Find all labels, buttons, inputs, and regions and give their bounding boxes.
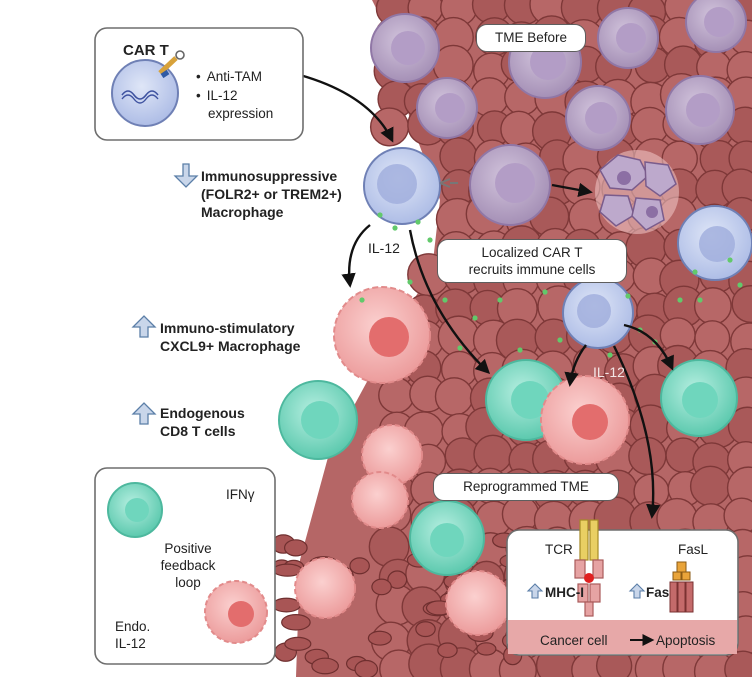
il12-dot: [497, 297, 503, 303]
il12-dot: [677, 297, 683, 303]
down-arrow-icon: [173, 163, 199, 188]
tcr-label: TCR: [545, 542, 573, 557]
car-t-bullet-2: •IL-12: [196, 88, 238, 103]
car-t-title: CAR T: [123, 42, 169, 59]
tumor-cell: [693, 287, 732, 325]
il12-dot: [557, 337, 563, 343]
il12-dot: [472, 315, 478, 321]
tme-before-label: TME Before: [476, 24, 586, 52]
suppressive-macrophage: [665, 75, 735, 145]
tumor-cell: [724, 650, 752, 677]
il12-dot: [407, 279, 413, 285]
car-t-bullet-1: •Anti-TAM: [196, 69, 262, 84]
il12-dot: [359, 297, 365, 303]
endo-line-2: IL-12: [115, 636, 146, 651]
tumor-fragment: [271, 597, 301, 613]
tumor-cell: [473, 434, 513, 474]
car-t-cell-right: [677, 205, 752, 281]
mhc-label: MHC-I: [545, 585, 584, 600]
loop-line-1: Positive: [164, 541, 212, 556]
suppressive-macrophage: [685, 0, 747, 53]
apoptosis-label: Apoptosis: [656, 633, 716, 648]
tumor-fragment: [349, 557, 370, 575]
tumor-fragment: [437, 642, 458, 659]
immunostimulatory-line-1: Immuno-stimulatory: [160, 320, 295, 336]
il12-dot: [625, 293, 631, 299]
car-t-cell-localized: [562, 277, 634, 349]
car-t-bullet-1-text: Anti-TAM: [206, 69, 262, 84]
il12-dot: [737, 282, 743, 288]
suppressive-macrophage: [565, 85, 631, 151]
il12-dot: [697, 297, 703, 303]
suppressive-macrophage: [370, 13, 440, 83]
tumor-fragment: [367, 630, 392, 646]
immunosuppressive-line-1: Immunosuppressive: [201, 168, 338, 184]
tumor-fragment: [354, 659, 379, 677]
endogenous-line-1: Endogenous: [160, 405, 245, 421]
il12-label-left: IL-12: [368, 240, 400, 256]
il12-dot: [427, 237, 433, 243]
il12-dot: [377, 212, 383, 218]
tumor-fragment: [476, 642, 497, 656]
tumor-cell: [500, 110, 538, 148]
localized-car-t-label: Localized CAR T recruits immune cells: [437, 239, 627, 283]
suppressive-macrophage: [597, 7, 659, 69]
cancer-cell-membrane: [508, 620, 737, 654]
fasl-label: FasL: [678, 542, 709, 557]
tumor-fragment: [283, 539, 308, 557]
il12-dot: [692, 269, 698, 275]
il12-dot: [517, 347, 523, 353]
il12-dot: [415, 219, 421, 225]
tumor-fragment: [371, 578, 392, 596]
tumor-fragment: [311, 657, 339, 675]
tumor-fragment: [415, 621, 436, 638]
localized-line-2: recruits immune cells: [468, 262, 596, 277]
tumor-cell: [437, 315, 480, 358]
apoptotic-macrophage: [595, 150, 679, 234]
il12-dot: [392, 225, 398, 231]
immunostimulatory-macrophage: [333, 286, 431, 384]
tumor-cell: [501, 495, 540, 533]
car-t-cell-main: [363, 147, 458, 225]
cd8-t-cells: [278, 359, 738, 576]
endogenous-line-2: CD8 T cells: [160, 423, 236, 439]
reprogrammed-tme-label: Reprogrammed TME: [433, 473, 619, 501]
immunosuppressive-line-3: Macrophage: [201, 204, 284, 220]
il12-dot: [727, 257, 733, 263]
fas-label: Fas: [646, 585, 670, 600]
tumor-fragment: [281, 614, 311, 631]
tumor-cell: [369, 107, 410, 147]
car-t-box-cell: [111, 50, 185, 127]
loop-line-3: loop: [175, 575, 201, 590]
endo-line-1: Endo.: [115, 619, 151, 634]
il12-dot: [607, 352, 613, 358]
tumor-cell: [723, 497, 752, 535]
car-t-bullet-3: expression: [208, 106, 274, 121]
il12-dot: [542, 289, 548, 295]
car-t-bullet-2-text: IL-12: [206, 88, 238, 103]
fasl-fas-complex: [669, 561, 694, 613]
tcr-mhc-complex: [574, 519, 604, 617]
ifng-label: IFNγ: [226, 487, 255, 502]
tumor-cell: [434, 377, 474, 416]
immunostimulatory-line-2: CXCL9+ Macrophage: [160, 338, 301, 354]
localized-line-1: Localized CAR T: [481, 245, 583, 260]
up-arrow-icon: [131, 315, 646, 599]
feedback-loop-cells: [107, 482, 268, 644]
immunosuppressive-line-2: (FOLR2+ or TREM2+): [201, 186, 342, 202]
tumor-cell: [689, 465, 731, 507]
tumor-fragment: [284, 636, 312, 651]
il12-dot: [457, 345, 463, 351]
loop-line-2: feedback: [160, 558, 216, 573]
suppressive-macrophage-target: [469, 144, 551, 226]
tumor-cell: [731, 285, 752, 323]
pink-macrophages-reprogrammed: [294, 375, 630, 636]
suppressive-macrophage: [416, 77, 478, 139]
tumor-fragment: [387, 570, 408, 589]
cancer-cell-label: Cancer cell: [540, 633, 608, 648]
il12-label-right: IL-12: [593, 364, 625, 380]
il12-dot: [442, 297, 448, 303]
